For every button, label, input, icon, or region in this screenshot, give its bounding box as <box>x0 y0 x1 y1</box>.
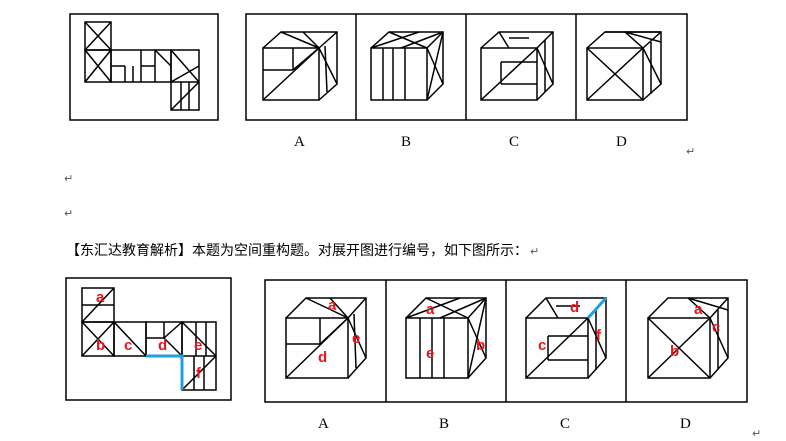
analysis-heading: 【东汇达教育解析】本题为空间重构题。对展开图进行编号，如下图所示：↵ <box>66 243 540 259</box>
cube-c-label-3: c <box>538 337 546 354</box>
paragraph-mark: ↵ <box>64 172 74 185</box>
analysis-option-d: D <box>680 416 691 432</box>
cube-c-label-2: f <box>596 327 602 344</box>
cube-a-label-1: a <box>328 297 337 314</box>
net-label-e: e <box>194 337 202 354</box>
cube-d-label-1: a <box>694 301 703 318</box>
paragraph-mark: ↵ <box>686 145 696 158</box>
cube-d-label-3: b <box>670 343 679 360</box>
net-label-d: d <box>158 337 167 354</box>
net-label-c: c <box>124 337 132 354</box>
question-option-c: C <box>509 134 520 150</box>
net-label-b: b <box>96 337 105 354</box>
question-option-a: A <box>294 134 305 150</box>
paragraph-mark: ↵ <box>752 427 762 440</box>
highlight-edge <box>586 296 608 320</box>
paragraph-mark: ↵ <box>530 245 540 258</box>
net-label-f: f <box>196 365 202 382</box>
cube-a-label-3: d <box>318 349 327 366</box>
analysis-option-b: B <box>439 416 450 432</box>
question-option-b: B <box>401 134 412 150</box>
question-option-d: D <box>616 134 627 150</box>
paragraph-mark: ↵ <box>64 207 74 220</box>
analysis-option-a: A <box>318 416 329 432</box>
analysis-option-c: C <box>560 416 571 432</box>
cube-a-label-2: e <box>352 330 360 347</box>
cube-b-label-1: a <box>426 301 435 318</box>
cube-b-label-2: e <box>426 345 434 362</box>
cube-c-label-1: d <box>570 299 579 316</box>
highlight-edge <box>146 354 184 390</box>
cube-d-label-2: c <box>712 319 720 336</box>
cube-b-label-3: b <box>476 337 485 354</box>
net-label-a: a <box>96 289 105 306</box>
